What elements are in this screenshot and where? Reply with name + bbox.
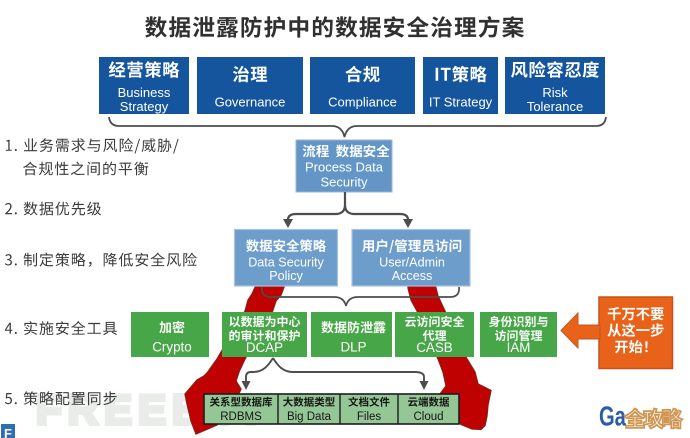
svg-text:Business: Business — [118, 85, 171, 100]
svg-text:Process Data: Process Data — [305, 160, 384, 175]
svg-text:Strategy: Strategy — [120, 99, 169, 114]
svg-text:Crypto: Crypto — [152, 340, 191, 355]
svg-text:Data Security: Data Security — [248, 256, 324, 270]
svg-text:Security: Security — [321, 174, 368, 189]
svg-text:IAM: IAM — [507, 340, 531, 355]
svg-text:User/Admin: User/Admin — [379, 256, 445, 270]
svg-text:Tolerance: Tolerance — [527, 99, 583, 114]
svg-text:RDBMS: RDBMS — [220, 411, 262, 423]
svg-text:Big Data: Big Data — [287, 411, 332, 423]
svg-text:Access: Access — [392, 269, 433, 283]
svg-text:F: F — [4, 426, 12, 438]
svg-text:IT Strategy: IT Strategy — [429, 95, 493, 110]
svg-text:Governance: Governance — [215, 95, 286, 110]
svg-text:Risk: Risk — [542, 85, 568, 100]
svg-text:DLP: DLP — [340, 340, 366, 355]
svg-text:Cloud: Cloud — [413, 411, 443, 423]
svg-text:Files: Files — [357, 411, 382, 423]
svg-text:CASB: CASB — [416, 340, 453, 355]
svg-text:Ga: Ga — [599, 401, 626, 432]
svg-text:Compliance: Compliance — [328, 95, 397, 110]
svg-text:Policy: Policy — [269, 269, 303, 283]
svg-text:DCAP: DCAP — [246, 340, 283, 355]
